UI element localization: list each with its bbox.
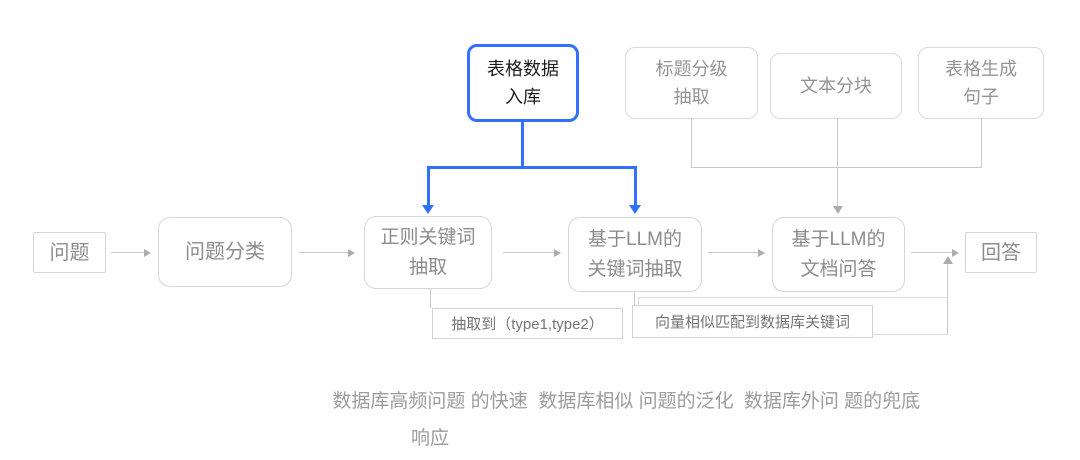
connector-title-extract-drop — [691, 119, 692, 168]
connector-table-sentence-drop — [981, 119, 982, 168]
arrowhead-right-icon — [758, 249, 765, 257]
arrowhead-right-icon — [348, 249, 355, 257]
node-label: 入库 — [505, 87, 541, 107]
arrowhead-right-icon — [144, 249, 151, 257]
footnote-line: 的快速响应 — [410, 391, 528, 449]
edge-label-regex-output: 抽取到（type1,type2） — [432, 308, 623, 339]
node-label: 回答 — [981, 241, 1021, 264]
node-answer: 回答 — [965, 232, 1037, 273]
node-label: 标题分级 — [655, 59, 728, 79]
node-regex-keyword: 正则关键词 抽取 — [364, 216, 492, 289]
edge-classify-regex — [299, 252, 349, 253]
node-label: 文本分块 — [800, 76, 872, 96]
node-llm-doc-qa: 基于LLM的 文档问答 — [772, 217, 905, 292]
connector-blue-stem — [521, 121, 524, 167]
connector-blue-right-drop — [634, 166, 637, 206]
node-question-classify: 问题分类 — [158, 217, 292, 287]
edge-llmkw-docqa — [708, 252, 759, 253]
arrowhead-blue-right-icon — [629, 205, 641, 214]
node-text-chunking: 文本分块 — [770, 53, 902, 119]
node-title-level-extract: 标题分级 抽取 — [625, 47, 758, 119]
node-label: 基于LLM的 — [791, 228, 886, 250]
stub-regex-label — [430, 289, 431, 308]
node-label: 问题 — [49, 241, 90, 264]
edge-question-classify — [111, 252, 145, 253]
node-label: 抽取 — [408, 256, 447, 278]
arrowhead-right-icon — [952, 249, 959, 257]
edge-label-text: 向量相似匹配到数据库关键词 — [654, 314, 850, 331]
footnote-fallback: 数据库外问 题的兜底 — [727, 383, 937, 420]
node-table-to-sentence: 表格生成 句子 — [918, 47, 1044, 119]
edge-docqa-answer — [911, 252, 953, 253]
node-label: 关键词抽取 — [587, 258, 683, 280]
footnote-line: 数据库高频问题 — [332, 391, 466, 412]
arrowhead-up-icon — [943, 256, 953, 264]
connector-chunking-drop — [837, 119, 838, 207]
connector-prep-cross — [691, 167, 982, 168]
footnote-line: 数据库外问 — [743, 391, 839, 412]
connector-blue-left-drop — [427, 166, 430, 206]
node-label: 表格生成 — [945, 59, 1017, 79]
node-label: 文档问答 — [800, 258, 877, 280]
arrowhead-right-icon — [554, 249, 561, 257]
node-label: 基于LLM的 — [588, 228, 682, 250]
node-label: 抽取 — [673, 87, 710, 107]
stub-llmkw-label — [634, 292, 635, 305]
footnote-line: 数据库相似 — [538, 391, 634, 412]
footnote-high-freq: 数据库高频问题 的快速响应 — [325, 383, 535, 457]
footnote-line: 题的兜底 — [844, 391, 921, 412]
footnote-similar: 数据库相似 问题的泛化 — [531, 383, 741, 420]
edge-label-text: 抽取到（type1,type2） — [451, 316, 604, 333]
arrowhead-gray-down-icon — [833, 206, 843, 214]
edge-label-vector-match: 向量相似匹配到数据库关键词 — [632, 305, 873, 338]
node-question: 问题 — [33, 232, 106, 273]
node-label: 正则关键词 — [380, 226, 476, 248]
node-label: 问题分类 — [185, 241, 265, 263]
arrowhead-blue-left-icon — [422, 205, 434, 214]
node-llm-keyword: 基于LLM的 关键词抽取 — [568, 217, 702, 292]
node-label: 句子 — [963, 87, 999, 107]
connector-label-to-answer — [947, 263, 948, 335]
node-table-data-ingest: 表格数据 入库 — [467, 44, 579, 122]
footnote-line: 问题的泛化 — [638, 391, 734, 412]
edge-regex-llmkw — [503, 252, 555, 253]
connector-blue-cross — [427, 166, 637, 169]
node-label: 表格数据 — [487, 59, 559, 79]
